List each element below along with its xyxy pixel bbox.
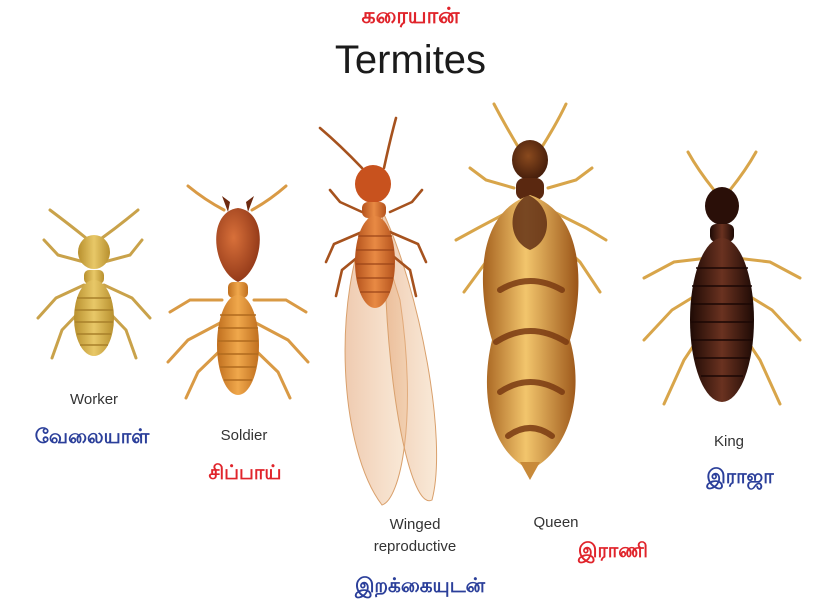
worker-termite-image: [38, 210, 150, 358]
soldier-label: Soldier: [194, 425, 294, 447]
worker-label-tamil: வேலையாள்: [4, 424, 180, 451]
winged-label-tamil: இறக்கையுடன்: [310, 573, 530, 600]
queen-termite-image: [456, 104, 606, 480]
king-label: King: [684, 431, 774, 453]
soldier-termite-image: [168, 186, 308, 398]
winged-reproductive-image: [320, 118, 437, 505]
queen-label-tamil: இராணி: [548, 538, 678, 565]
winged-label-line2: reproductive: [350, 536, 480, 558]
winged-label-line1: Winged: [350, 514, 480, 536]
king-label-tamil: இராஜா: [670, 464, 810, 491]
worker-label: Worker: [44, 389, 144, 411]
soldier-label-tamil: சிப்பாய்: [170, 460, 320, 487]
queen-label: Queen: [506, 512, 606, 534]
king-termite-image: [644, 152, 800, 404]
